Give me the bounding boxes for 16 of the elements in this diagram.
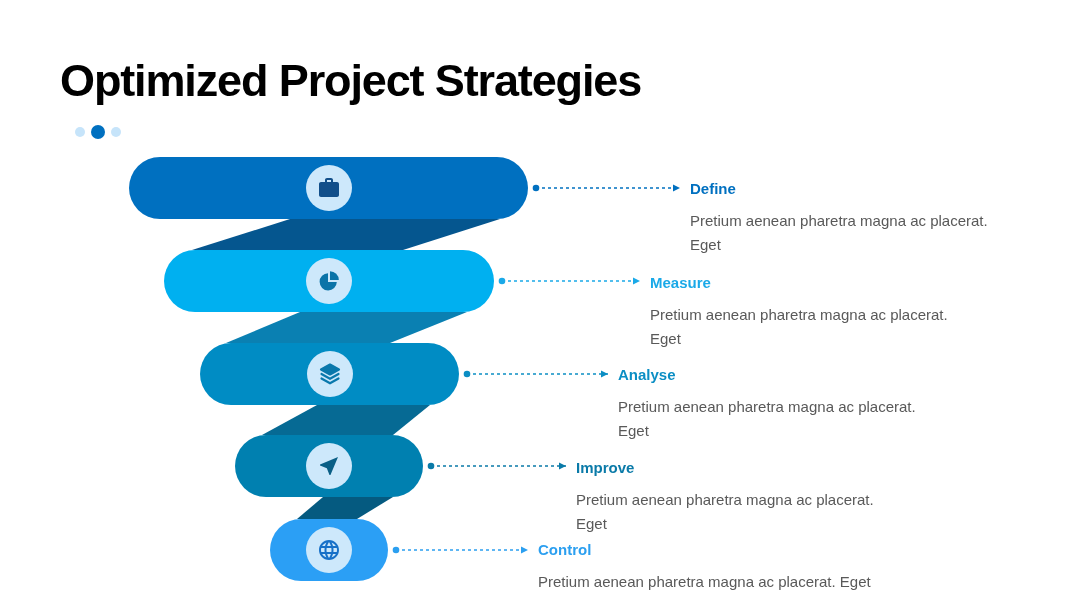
dashed-arrow — [463, 370, 609, 378]
step-heading: Control — [538, 540, 592, 560]
step-description: Pretium aenean pharetra magna ac placerat. Eget — [650, 305, 949, 349]
step-heading: Analyse — [618, 365, 676, 385]
step-heading: Measure — [650, 273, 711, 293]
dashed-arrow — [392, 546, 529, 554]
page-title: Optimized Project Strategies — [60, 55, 642, 107]
dashed-arrow — [427, 462, 567, 470]
step-description: Pretium aenean pharetra magna ac placerat. Eget — [618, 397, 917, 441]
dashed-arrow — [498, 277, 641, 285]
step-description: Pretium aenean pharetra magna ac placerat. Eget — [576, 490, 875, 534]
step-heading: Improve — [576, 458, 635, 478]
step-heading: Define — [690, 179, 736, 199]
step-description: Pretium aenean pharetra magna ac placerat. Eget — [538, 572, 871, 592]
dashed-arrow — [532, 184, 681, 192]
step-description: Pretium aenean pharetra magna ac placerat. Eget — [690, 211, 989, 255]
